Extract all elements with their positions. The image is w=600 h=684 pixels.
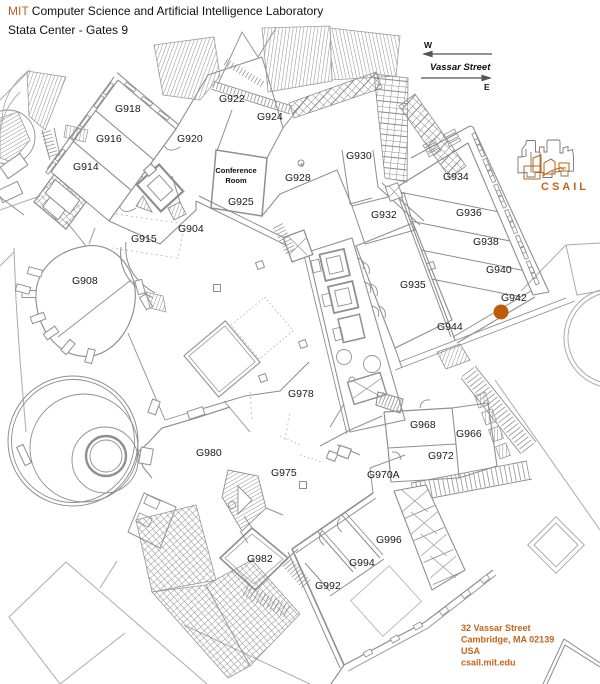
svg-text:G924: G924 xyxy=(257,111,283,123)
svg-text:G996: G996 xyxy=(376,534,402,546)
svg-text:G932: G932 xyxy=(371,209,397,221)
svg-text:Conference: Conference xyxy=(215,166,256,175)
svg-text:G908: G908 xyxy=(72,275,98,287)
svg-text:G928: G928 xyxy=(285,172,311,184)
svg-text:G978: G978 xyxy=(288,388,314,400)
svg-text:G992: G992 xyxy=(315,580,341,592)
svg-text:G925: G925 xyxy=(228,196,254,208)
svg-text:MIT Computer Science and Artif: MIT Computer Science and Artificial Inte… xyxy=(8,4,323,18)
svg-text:G922: G922 xyxy=(219,93,245,105)
svg-text:CSAIL: CSAIL xyxy=(541,181,589,193)
svg-text:G994: G994 xyxy=(349,557,375,569)
svg-text:G936: G936 xyxy=(456,207,482,219)
svg-text:G972: G972 xyxy=(428,450,454,462)
svg-text:G940: G940 xyxy=(486,264,512,276)
svg-text:Stata Center - Gates 9: Stata Center - Gates 9 xyxy=(8,23,128,37)
svg-text:G975: G975 xyxy=(271,467,297,479)
svg-text:USA: USA xyxy=(461,646,481,656)
svg-text:G968: G968 xyxy=(410,419,436,431)
svg-text:G916: G916 xyxy=(96,133,122,145)
svg-text:G970A: G970A xyxy=(367,469,400,481)
svg-text:G980: G980 xyxy=(196,447,222,459)
svg-text:G920: G920 xyxy=(177,133,203,145)
svg-text:G938: G938 xyxy=(473,236,499,248)
svg-text:G935: G935 xyxy=(400,279,426,291)
svg-text:csail.mit.edu: csail.mit.edu xyxy=(461,658,516,668)
svg-text:G904: G904 xyxy=(178,223,204,235)
svg-text:G918: G918 xyxy=(115,103,141,115)
svg-text:G944: G944 xyxy=(437,321,463,333)
svg-text:Room: Room xyxy=(225,176,247,185)
svg-text:G914: G914 xyxy=(73,161,99,173)
svg-text:32 Vassar Street: 32 Vassar Street xyxy=(461,623,531,633)
svg-text:W: W xyxy=(424,40,433,50)
svg-text:E: E xyxy=(484,82,490,92)
svg-text:G966: G966 xyxy=(456,428,482,440)
svg-text:G934: G934 xyxy=(443,171,469,183)
svg-text:G942: G942 xyxy=(501,292,527,304)
svg-text:G982: G982 xyxy=(247,553,273,565)
svg-text:G915: G915 xyxy=(131,233,157,245)
svg-text:Cambridge, MA 02139: Cambridge, MA 02139 xyxy=(461,635,554,645)
svg-text:Vassar Street: Vassar Street xyxy=(430,62,491,73)
svg-text:G930: G930 xyxy=(346,150,372,162)
